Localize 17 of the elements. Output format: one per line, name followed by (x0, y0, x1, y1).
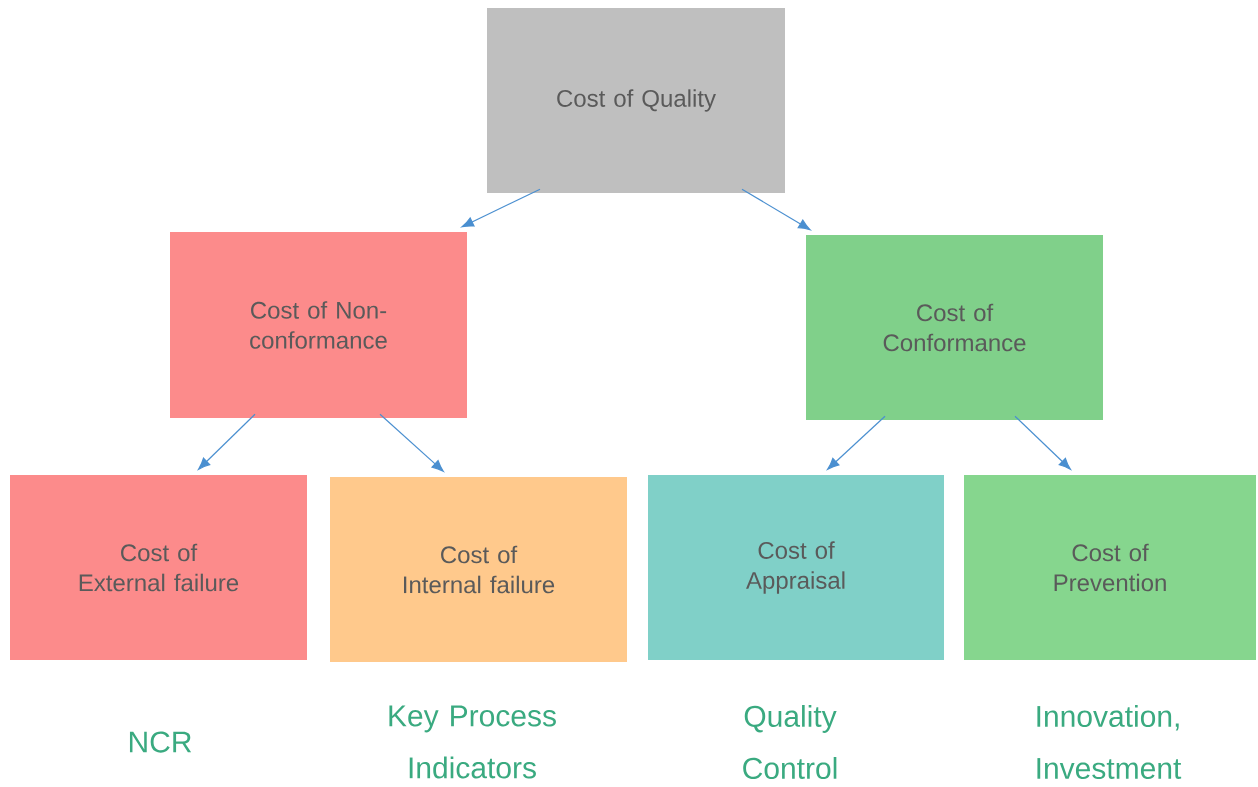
arrow (741, 188, 811, 231)
category-box: Cost of Appraisal (648, 475, 944, 660)
category-box: Cost of External failure (10, 475, 307, 660)
category-box: Cost of Internal failure (330, 477, 627, 662)
category-box: Cost of Conformance (806, 235, 1103, 420)
arrow (827, 415, 886, 470)
arrow (379, 413, 444, 472)
category-box: Cost of Quality (487, 8, 785, 193)
category-box: Cost of Prevention (964, 475, 1256, 660)
caption-text: Key Process Indicators (389, 705, 556, 779)
arrow (1014, 415, 1071, 470)
caption-text: NCR (129, 731, 192, 753)
arrow (198, 413, 256, 470)
arrow (461, 188, 541, 228)
caption-text: Innovation, Investment (1037, 705, 1182, 780)
category-box: Cost of Non-conformance (170, 232, 467, 418)
caption-text: Quality Control (743, 705, 837, 780)
